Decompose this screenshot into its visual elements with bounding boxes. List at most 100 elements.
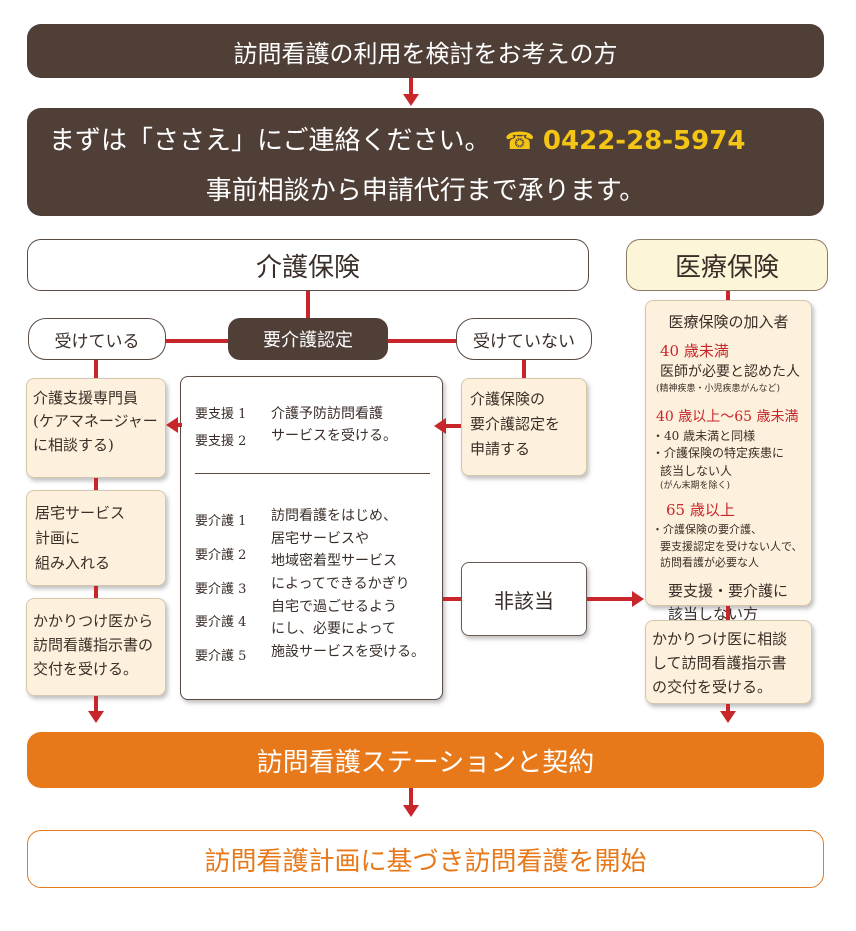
start-label: 訪問看護計画に基づき訪問看護を開始: [204, 846, 647, 877]
not-applicable-label: 非該当: [494, 588, 554, 613]
doctor-left-line: 訪問看護指示書の: [33, 636, 154, 654]
divider: [195, 473, 430, 474]
kaigo-title-box: 介護保険: [27, 239, 589, 291]
phone-icon: ☎: [504, 127, 535, 155]
age40-65-item: ・介護保険の特定疾患に: [652, 446, 785, 461]
support-text: 介護予防訪問看護 サービスを受ける。: [271, 403, 397, 448]
connector: [306, 291, 310, 319]
receiving-box: 受けている: [28, 318, 166, 360]
age40-65-head: 40 歳以上〜65 歳未満: [656, 409, 799, 425]
arrow-down-icon: [403, 805, 419, 817]
doctor-left-box: かかりつけ医から 訪問看護指示書の 交付を受ける。: [26, 598, 166, 696]
apply-line: 申請する: [470, 439, 531, 458]
doctor-right-box: かかりつけ医に相談 して訪問看護指示書 の交付を受ける。: [645, 620, 812, 704]
contact-line2: 事前相談から申請代行まで承ります。: [205, 176, 646, 206]
care-text-line: によってできるかぎり: [271, 576, 410, 593]
care-manager-box: 介護支援専門員 (ケアマネージャー に相談する): [26, 378, 166, 478]
care-text-line: 居宅サービスや: [271, 530, 369, 547]
not-receiving-box: 受けていない: [456, 318, 592, 360]
connector: [522, 360, 526, 378]
connector: [409, 78, 413, 96]
header-title: 訪問看護の利用を検討をお考えの方: [233, 39, 618, 68]
care-manager-line: (ケアマネージャー: [33, 412, 158, 431]
care-text-line: にし、必要によって: [271, 621, 396, 638]
connector: [446, 424, 461, 428]
contact-banner: まずは「ささえ」にご連絡ください。 ☎ 0422-28-5974 事前相談から申…: [27, 108, 824, 216]
apply-line: 介護保険の: [470, 390, 546, 408]
age65-head: 65 歳以上: [666, 501, 735, 520]
contract-label: 訪問看護ステーションと契約: [256, 747, 595, 778]
care-text-line: 施設サービスを受ける。: [271, 644, 425, 661]
start-banner: 訪問看護計画に基づき訪問看護を開始: [27, 830, 824, 888]
receiving-label: 受けている: [54, 331, 140, 352]
age40-65-item: ・40 歳未満と同様: [652, 429, 756, 443]
age65-list: ・介護保険の要介護、 要支援認定を受けない人で、 訪問看護が必要な人: [652, 522, 805, 572]
doctor-left-line: かかりつけ医から: [33, 612, 154, 630]
not-applicable-box: 非該当: [461, 562, 587, 636]
age65-item: ・介護保険の要介護、: [652, 523, 762, 537]
support-text-line: サービスを受ける。: [271, 428, 397, 445]
not-applicable-line: 要支援・要介護に: [668, 581, 789, 600]
subscribers-label: 医療保険の加入者: [668, 313, 789, 331]
doctor-right-line: して訪問看護指示書: [652, 654, 787, 672]
support-text-line: 介護予防訪問看護: [271, 406, 383, 422]
under40-note: (精神疾患・小児疾患がんなど): [656, 384, 781, 394]
care-text-line: 訪問看護をはじめ、: [271, 508, 397, 524]
doctor-left-line: 交付を受ける。: [33, 660, 139, 678]
certification-box: 要介護認定: [228, 318, 388, 360]
service-box: 要支援 1 要支援 2 介護予防訪問看護 サービスを受ける。 要介護 1 要介護…: [180, 376, 443, 700]
certification-label: 要介護認定: [263, 330, 353, 351]
age40-65-item: 該当しない人: [660, 463, 733, 478]
care-levels: 要介護 1 要介護 2 要介護 3 要介護 4 要介護 5: [195, 505, 246, 674]
care-text-line: 自宅で過ごせるよう: [271, 598, 397, 615]
age65-item: 訪問看護が必要な人: [660, 556, 759, 570]
support-levels: 要支援 1 要支援 2: [195, 401, 246, 456]
connector: [176, 423, 182, 427]
contact-text: まずは「ささえ」にご連絡ください。: [49, 126, 491, 156]
contact-line1: まずは「ささえ」にご連絡ください。 ☎ 0422-28-5974: [49, 120, 809, 157]
connector: [443, 597, 461, 601]
care-level: 要介護 2: [195, 547, 247, 563]
connector: [94, 586, 98, 598]
care-level: 要介護 5: [195, 649, 247, 665]
age65-item: 要支援認定を受けない人で、: [660, 539, 803, 553]
care-text-line: 地域密着型サービス: [271, 553, 397, 570]
doctor-right-line: かかりつけ医に相談: [652, 630, 788, 648]
care-plan-line: 計画に: [35, 528, 81, 547]
care-level: 要介護 1: [195, 514, 247, 529]
kaigo-title: 介護保険: [255, 252, 360, 283]
connector: [94, 696, 98, 712]
doctor-right-line: の交付を受ける。: [652, 678, 773, 696]
connector: [587, 597, 633, 601]
connector: [94, 478, 98, 490]
under40-head: 40 歳未満: [660, 342, 729, 360]
care-plan-box: 居宅サービス 計画に 組み入れる: [26, 490, 166, 586]
not-applicable-line: 該当しない方: [668, 604, 759, 623]
connector: [726, 704, 730, 712]
connector: [726, 291, 730, 301]
contract-banner: 訪問看護ステーションと契約: [27, 732, 824, 788]
apply-box: 介護保険の 要介護認定を 申請する: [461, 378, 587, 476]
care-level: 要介護 4: [195, 615, 247, 631]
care-level: 要介護 3: [195, 581, 247, 597]
care-manager-line: 介護支援専門員: [33, 389, 139, 407]
iryo-title: 医療保険: [674, 252, 779, 283]
age40-65-list: ・40 歳未満と同様 ・介護保険の特定疾患に 該当しない人 (がん末期を除く): [652, 428, 805, 493]
iryo-title-box: 医療保険: [626, 239, 828, 291]
arrow-left-icon: [166, 417, 178, 433]
connector: [94, 360, 98, 378]
care-text: 訪問看護をはじめ、 居宅サービスや 地域密着型サービス によってできるかぎり 自…: [271, 505, 425, 664]
phone-number[interactable]: 0422-28-5974: [542, 126, 746, 156]
arrow-down-icon: [720, 711, 736, 723]
care-plan-line: 組み入れる: [35, 553, 111, 572]
support-level: 要支援 2: [195, 434, 247, 450]
iryo-detail-box: 医療保険の加入者 40 歳未満 医師が必要と認めた人 (精神疾患・小児疾患がんな…: [645, 300, 812, 623]
connector: [726, 606, 730, 620]
care-manager-line: に相談する): [33, 435, 114, 454]
arrow-right-icon: [632, 591, 644, 607]
under40-text: 医師が必要と認めた人: [660, 364, 800, 380]
care-plan-line: 居宅サービス: [35, 504, 126, 522]
arrow-left-icon: [434, 418, 446, 434]
arrow-down-icon: [88, 711, 104, 723]
not-applicable-text: 要支援・要介護に 該当しない方: [668, 580, 805, 627]
